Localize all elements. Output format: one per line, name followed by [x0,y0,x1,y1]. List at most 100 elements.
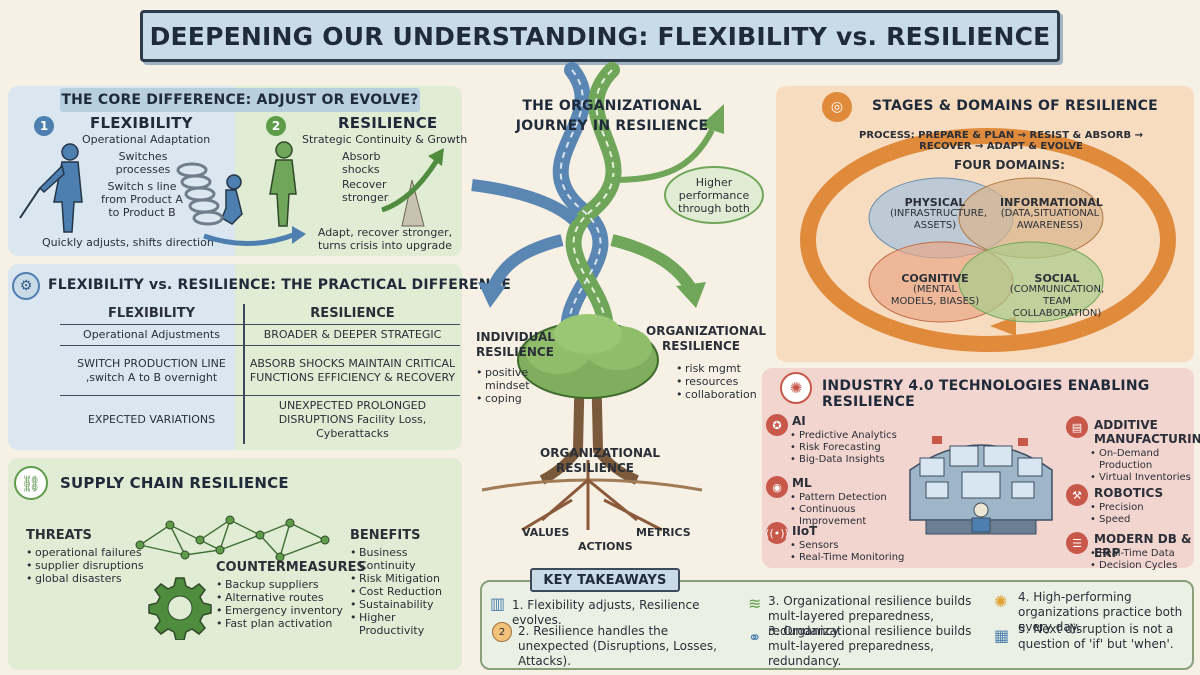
takeaway-5: 5. Next disruption is not a question of … [1018,622,1174,651]
takeaway-4: 4. High-performing organizations practic… [1018,590,1183,634]
counter-item: Backup suppliers [216,578,346,591]
domain-physical-sub: (INFRASTRUCTURE, ASSETS) [890,208,988,231]
table-row-2-right: ABSORB SHOCKS MAINTAIN CRITICAL FUNCTION… [244,345,460,396]
flex-text2: Switch s line from Product A to Product … [101,180,183,219]
threats-list: operational failures supplier disruption… [26,546,146,585]
lightbulb-icon: ✺ [994,592,1008,611]
counter-item: Fast plan activation [216,617,346,630]
threat-item: operational failures [26,546,146,559]
takeaway-1: 1. Flexibility adjusts, Resilience evolv… [512,598,700,627]
ml-item: Continuous Improvement [790,504,920,528]
threat-item: global disasters [26,572,146,585]
robotics-item: Speed [1090,514,1190,526]
additive-item: On-Demand Production [1090,448,1196,472]
network-icon: ⚭ [748,628,762,647]
core-heading: THE CORE DIFFERENCE: ADJUST OR EVOLVE? [61,92,419,108]
benefit-item: Higher Productivity [350,611,462,637]
supply-network-illustration [135,515,330,562]
flex-subtitle: Operational Adaptation [82,133,211,146]
domains-venn [868,177,1104,323]
root-values: VALUES [522,526,570,539]
res-number-badge: 2 [266,116,286,136]
page-title: DEEPENING OUR UNDERSTANDING: FLEXIBILITY… [149,21,1051,51]
db-item: Decision Cycles [1090,560,1190,572]
individual-item: positive mindset [476,366,546,392]
res-text1: Absorb shocks [342,150,381,176]
org-title: ORGANIZATIONAL RESILIENCE [646,324,766,353]
table-row-3-right: UNEXPECTED PROLONGED DISRUPTIONS Facilit… [278,399,427,440]
additive-item: Virtual Inventories [1090,472,1196,484]
flex-text1: Switches processes [115,150,171,176]
core-difference-panel [8,86,462,256]
table-row-3-left: EXPECTED VARIATIONS [60,395,245,444]
additive-title: ADDITIVE MANUFACTURING [1094,418,1200,446]
individual-title: INDIVIDUAL RESILIENCE [476,330,555,359]
benefit-item: Sustainability [350,598,462,611]
flex-arrow [203,226,306,246]
flexibility-worker-illustration [19,143,243,233]
ai-list: Predictive Analytics Risk Forecasting Bi… [790,430,910,466]
table-row-1-left: Operational Adjustments [60,324,245,346]
countermeasures-list: Backup suppliers Alternative routes Emer… [216,578,346,630]
ai-item: Big-Data Insights [790,454,910,466]
takeaways-heading-bar: KEY TAKEAWAYS [530,568,680,592]
domain-cognitive-sub: (MENTAL MODELS, BIASES) [890,284,980,307]
org-item: risk mgmt [676,362,766,375]
benefit-item: Cost Reduction [350,585,462,598]
target-icon: 2 [492,622,512,642]
threats-title: THREATS [26,528,92,543]
stages-icon: ◎ [822,92,852,122]
domain-social-sub: (COMMUNICATION, TEAM COLLABORATION) [1009,284,1105,319]
flex-number-badge: 1 [34,116,54,136]
tree-label: ORGANIZATIONAL RESILIENCE [540,446,660,475]
benefit-item: Risk Mitigation [350,572,462,585]
stages-heading: STAGES & DOMAINS OF RESILIENCE [872,98,1158,114]
ai-item: Risk Forecasting [790,442,910,454]
ai-title: AI [792,414,806,428]
industry-icon: ✺ [780,372,812,404]
table-row-2-left: SWITCH PRODUCTION LINE ,switch A to B ov… [60,345,245,396]
calendar-icon: ▦ [994,626,1010,645]
layers-icon: ≋ [748,594,762,613]
iiot-icon: ((•)) [765,522,789,544]
ml-item: Pattern Detection [790,492,920,504]
res-title: RESILIENCE [338,114,438,132]
threat-item: supplier disruptions [26,559,146,572]
table-row-1-right: BROADER & DEEPER STRATEGIC [244,324,460,346]
iiot-title: IIoT [792,524,818,538]
additive-list: On-Demand Production Virtual Inventories [1090,448,1196,484]
org-item: resources [676,375,766,388]
db-item: Real-Time Data [1090,548,1190,560]
flex-caption: Quickly adjusts, shifts direction [42,236,214,249]
gear-icon [148,577,212,640]
takeaway-3a: 3. Organizational resilience builds mult… [768,594,972,638]
flex-title: FLEXIBILITY [90,114,193,132]
db-list: Real-Time Data Decision Cycles [1090,548,1190,572]
industry-heading: INDUSTRY 4.0 TECHNOLOGIES ENABLING RESIL… [822,378,1150,410]
root-actions: ACTIONS [578,540,633,553]
title-banner: DEEPENING OUR UNDERSTANDING: FLEXIBILITY… [140,10,1060,62]
journey-title: THE ORGANIZATIONAL JOURNEY IN RESILIENCE [515,98,709,134]
benefits-title: BENEFITS [350,528,421,543]
practical-icon: ⚙ [12,272,40,300]
counter-item: Alternative routes [216,591,346,604]
supply-heading: SUPPLY CHAIN RESILIENCE [60,474,289,492]
ml-list: Pattern Detection Continuous Improvement [790,492,920,528]
higher-performance-bubble: Higher performance through both [664,166,764,224]
res-subtitle: Strategic Continuity & Growth [302,133,468,146]
col-flexibility-header: FLEXIBILITY [60,304,245,325]
resilience-figure-illustration [269,141,444,227]
takeaway-2: 2. Resilience handles the unexpected (Di… [518,624,717,668]
additive-icon: ▤ [1066,416,1088,438]
takeaways-heading: KEY TAKEAWAYS [543,572,667,588]
database-icon: ☰ [1066,532,1088,554]
bubble-text: Higher performance through both [678,175,750,215]
col-resilience-header: RESILIENCE [244,304,460,325]
supply-icon: ⛓ [14,466,48,500]
robotics-title: ROBOTICS [1094,486,1164,500]
brain-icon: ✪ [766,414,788,436]
ml-icon: ◉ [766,476,788,498]
counter-item: Emergency inventory [216,604,346,617]
domain-info-title: INFORMATIONAL [1000,196,1103,209]
